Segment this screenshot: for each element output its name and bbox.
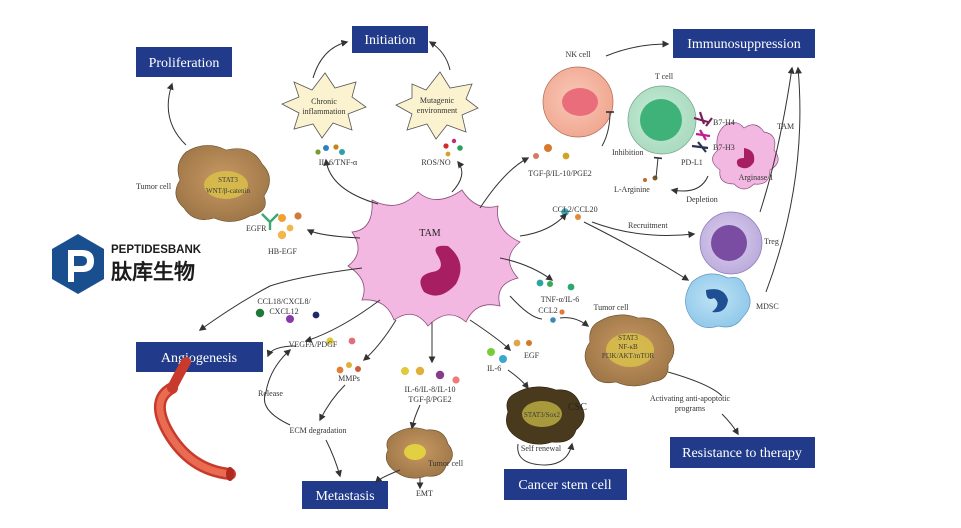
svg-text:Initiation: Initiation xyxy=(364,33,415,48)
svg-text:VEGFA/PDGF: VEGFA/PDGF xyxy=(289,340,338,349)
svg-text:T cell: T cell xyxy=(655,72,674,81)
mdsc-cell: MDSC xyxy=(685,273,779,328)
svg-text:Proliferation: Proliferation xyxy=(149,56,220,71)
egfr-receptor-icon xyxy=(261,213,279,230)
svg-text:Arginase 1: Arginase 1 xyxy=(739,173,774,182)
svg-text:STAT3: STAT3 xyxy=(218,176,238,184)
svg-text:MMPs: MMPs xyxy=(338,374,360,383)
box-metastasis: Metastasis xyxy=(302,481,388,509)
svg-text:PD-L1: PD-L1 xyxy=(681,158,703,167)
box-angiogenesis: Angiogenesis xyxy=(136,342,263,372)
svg-text:TNF-α/IL-6: TNF-α/IL-6 xyxy=(541,295,579,304)
treg-cell: Treg xyxy=(699,211,779,275)
t-cell: T cell xyxy=(627,72,697,155)
svg-text:NK cell: NK cell xyxy=(565,50,591,59)
svg-text:Tumor cell: Tumor cell xyxy=(593,303,629,312)
svg-text:MDSC: MDSC xyxy=(756,302,779,311)
svg-text:Depletion: Depletion xyxy=(686,195,718,204)
svg-text:NF-κB: NF-κB xyxy=(618,343,638,351)
svg-text:Cancer stem cell: Cancer stem cell xyxy=(518,478,611,493)
svg-text:L-Arginine: L-Arginine xyxy=(614,185,650,194)
svg-text:WNT/β-catenin: WNT/β-catenin xyxy=(206,187,250,195)
box-initiation: Initiation xyxy=(352,26,428,53)
svg-text:PI3K/AKT/mTOR: PI3K/AKT/mTOR xyxy=(602,352,655,360)
svg-text:Angiogenesis: Angiogenesis xyxy=(161,351,237,366)
tam-label: TAM xyxy=(419,228,441,239)
mutagenic-environment-burst: Mutagenic environment xyxy=(395,71,479,140)
svg-text:EGFR: EGFR xyxy=(246,224,267,233)
svg-text:programs: programs xyxy=(675,404,705,413)
box-cancer-stem-cell: Cancer stem cell xyxy=(504,469,627,500)
svg-text:B7-H4: B7-H4 xyxy=(713,118,735,127)
svg-text:TAM: TAM xyxy=(777,122,794,131)
svg-text:ROS/NO: ROS/NO xyxy=(421,158,451,167)
svg-text:B7-H3: B7-H3 xyxy=(713,143,735,152)
svg-text:EMT: EMT xyxy=(416,489,433,498)
svg-text:IL-6/TNF-α: IL-6/TNF-α xyxy=(319,158,358,167)
svg-text:ECM degradation: ECM degradation xyxy=(289,426,346,435)
box-proliferation: Proliferation xyxy=(136,47,232,77)
tam-small-cell: TAM Arginase 1 xyxy=(691,111,794,190)
svg-text:Tumor cell: Tumor cell xyxy=(428,459,464,468)
svg-text:CXCL12: CXCL12 xyxy=(269,307,298,316)
svg-text:IL-6: IL-6 xyxy=(487,364,501,373)
svg-text:Self renewal: Self renewal xyxy=(521,444,562,453)
cytokine-dots xyxy=(255,138,658,384)
nk-cell: NK cell xyxy=(542,50,614,138)
pathway-labels: IL-6/TNF-α ROS/NO TGF-β/IL-10/PGE2 Inhib… xyxy=(246,118,735,498)
svg-text:Resistance to therapy: Resistance to therapy xyxy=(682,446,802,461)
svg-text:Treg: Treg xyxy=(764,237,779,246)
tam-nucleus xyxy=(420,245,461,296)
svg-text:Activating anti-apoptotic: Activating anti-apoptotic xyxy=(650,394,731,403)
box-resistance-to-therapy: Resistance to therapy xyxy=(670,437,815,468)
svg-text:HB-EGF: HB-EGF xyxy=(268,247,297,256)
svg-text:Chronic: Chronic xyxy=(311,97,337,106)
svg-text:STAT3: STAT3 xyxy=(618,334,638,342)
svg-text:Recruitment: Recruitment xyxy=(628,221,668,230)
logo-hexagon-icon xyxy=(52,234,104,294)
csc-cell: STAT3/Sox2 CSC xyxy=(506,386,587,445)
svg-text:Release: Release xyxy=(258,389,283,398)
brand-name-zh: 肽库生物 xyxy=(111,260,195,284)
pathway-arrows xyxy=(166,39,802,490)
svg-text:CCL2/CCL20: CCL2/CCL20 xyxy=(552,205,597,214)
tumor-cell-left: STAT3 WNT/β-catenin Tumor cell xyxy=(136,145,270,222)
svg-text:STAT3/Sox2: STAT3/Sox2 xyxy=(524,411,561,419)
svg-text:CSC: CSC xyxy=(568,402,587,413)
chronic-inflammation-burst: Chronic inflammation xyxy=(281,72,367,139)
blood-vessel xyxy=(154,357,236,481)
svg-text:TGF-β/PGE2: TGF-β/PGE2 xyxy=(408,395,451,404)
box-immunosuppression: Immunosuppression xyxy=(673,29,815,58)
svg-text:CCL2: CCL2 xyxy=(538,306,558,315)
svg-text:TGF-β/IL-10/PGE2: TGF-β/IL-10/PGE2 xyxy=(528,169,592,178)
svg-text:Mutagenic: Mutagenic xyxy=(420,96,455,105)
brand-name: PEPTIDESBANK xyxy=(111,244,202,256)
svg-text:environment: environment xyxy=(417,106,458,115)
svg-text:CCL18/CXCL8/: CCL18/CXCL8/ xyxy=(257,297,311,306)
tumor-cell-bottom: Tumor cell xyxy=(385,427,464,479)
svg-text:Tumor cell: Tumor cell xyxy=(136,182,172,191)
peptidesbank-logo: PEPTIDESBANK 肽库生物 xyxy=(52,234,202,294)
svg-text:IL-6/IL-8/IL-10: IL-6/IL-8/IL-10 xyxy=(404,385,455,394)
tam-central-cell: TAM xyxy=(347,189,521,327)
svg-text:Metastasis: Metastasis xyxy=(315,489,374,504)
svg-text:inflammation: inflammation xyxy=(302,107,345,116)
svg-text:Inhibition: Inhibition xyxy=(612,148,644,157)
svg-text:Immunosuppression: Immunosuppression xyxy=(687,37,801,52)
tumor-cell-right: STAT3 NF-κB PI3K/AKT/mTOR Tumor cell xyxy=(584,303,675,387)
svg-text:EGF: EGF xyxy=(524,351,540,360)
